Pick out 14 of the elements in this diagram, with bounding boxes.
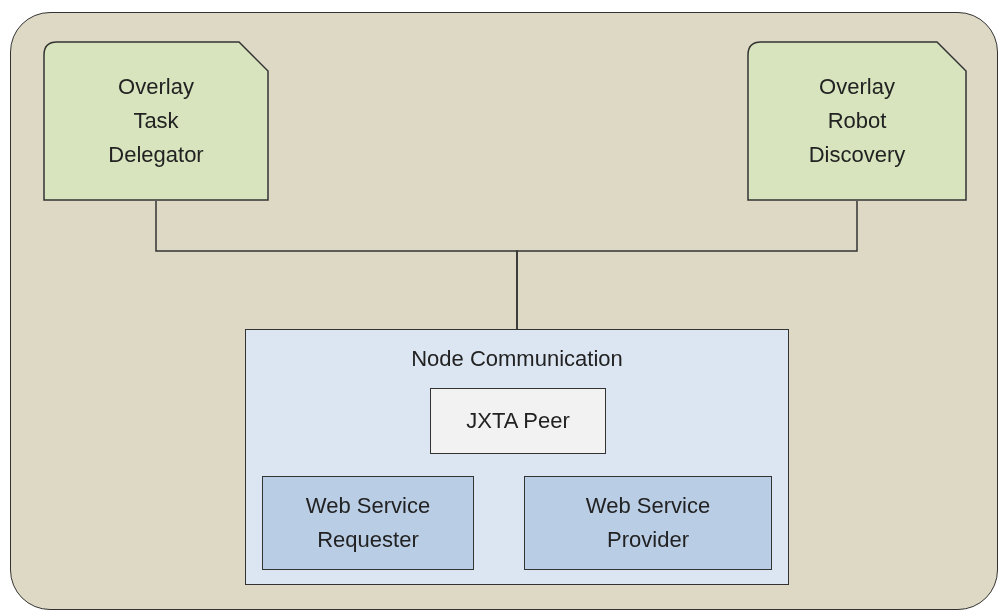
node-label: Overlay Robot Discovery: [807, 73, 907, 169]
connector-line: [516, 200, 858, 330]
node-label: Web Service Requester: [304, 492, 432, 554]
node-label: JXTA Peer: [466, 407, 570, 435]
group-heading: Node Communication: [411, 345, 623, 373]
node-label: Overlay Task Delegator: [107, 73, 205, 169]
container-panel: [10, 12, 998, 610]
document-shape: [747, 41, 967, 201]
document-shape: [43, 41, 269, 201]
component-box: [262, 476, 474, 570]
node-label: Web Service Provider: [584, 492, 712, 554]
component-box: [245, 329, 789, 585]
component-box: [430, 388, 606, 454]
component-box: [524, 476, 772, 570]
